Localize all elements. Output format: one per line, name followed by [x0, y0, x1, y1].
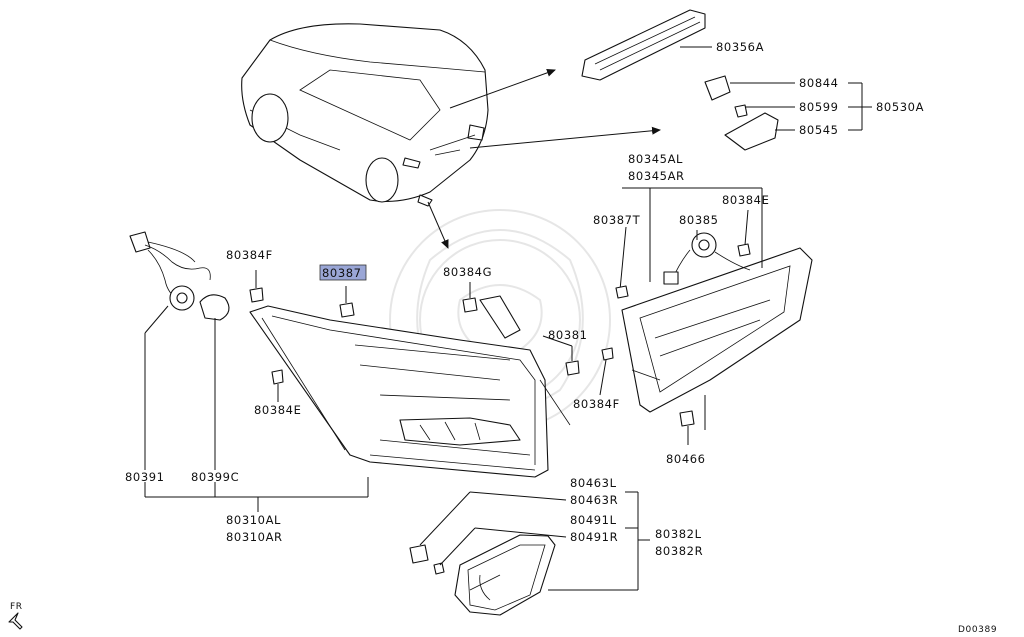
label-80384E-right[interactable]: 80384E	[722, 193, 769, 207]
label-80381[interactable]: 80381	[548, 328, 588, 342]
label-80345AR[interactable]: 80345AR	[628, 169, 685, 183]
label-80310AL[interactable]: 80310AL	[226, 513, 281, 527]
outer-tail-lamp	[249, 295, 571, 478]
wiring-harness	[129, 231, 230, 321]
label-80463R[interactable]: 80463R	[570, 493, 618, 507]
label-80384F-top[interactable]: 80384F	[226, 248, 273, 262]
inner-tail-lamp	[621, 247, 813, 413]
label-80387T[interactable]: 80387T	[593, 213, 641, 227]
orientation-label: FR	[10, 602, 23, 612]
label-80466[interactable]: 80466	[666, 452, 706, 466]
label-80356A[interactable]: 80356A	[716, 40, 764, 54]
vehicle-outline	[241, 23, 489, 207]
highlight-box	[319, 264, 367, 281]
reflector-assembly	[454, 534, 556, 616]
orientation-mark: FR	[8, 602, 23, 630]
inner-lamp-socket	[663, 232, 751, 285]
label-80384E-left[interactable]: 80384E	[254, 403, 301, 417]
label-80310AR[interactable]: 80310AR	[226, 530, 283, 544]
label-80463L[interactable]: 80463L	[570, 476, 617, 490]
label-80385[interactable]: 80385	[679, 213, 719, 227]
label-80384F-mid[interactable]: 80384F	[573, 397, 620, 411]
label-80384G[interactable]: 80384G	[443, 265, 492, 279]
diagram-code: D00389	[958, 625, 997, 635]
label-80382L[interactable]: 80382L	[655, 527, 702, 541]
label-80545[interactable]: 80545	[799, 123, 839, 137]
label-80491R[interactable]: 80491R	[570, 530, 618, 544]
label-80844[interactable]: 80844	[799, 76, 839, 90]
label-80399C[interactable]: 80399C	[191, 470, 239, 484]
callout-labels: 80356A 80844 80599 80545 80530A 80345AL …	[125, 40, 924, 558]
label-80491L[interactable]: 80491L	[570, 513, 617, 527]
front-arrow-icon	[8, 612, 23, 630]
high-mount-stop-lamp	[581, 9, 706, 81]
label-80530A[interactable]: 80530A	[876, 100, 924, 114]
label-80387[interactable]: 80387	[322, 266, 362, 280]
license-lamp-assembly	[704, 75, 779, 151]
label-80345AL[interactable]: 80345AL	[628, 152, 683, 166]
label-80391[interactable]: 80391	[125, 470, 165, 484]
label-80599[interactable]: 80599	[799, 100, 839, 114]
label-80382R[interactable]: 80382R	[655, 544, 703, 558]
